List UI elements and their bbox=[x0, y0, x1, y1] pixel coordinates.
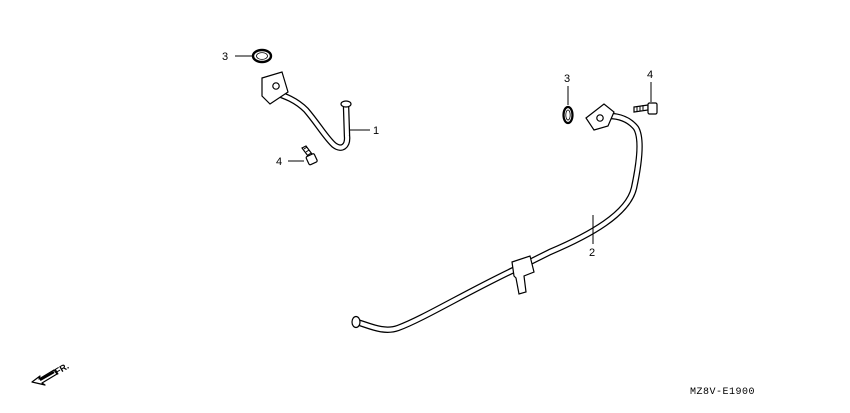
callout-4-right: 4 bbox=[647, 69, 653, 81]
clamp-bracket bbox=[511, 255, 535, 295]
callout-2: 2 bbox=[589, 247, 595, 259]
front-direction-arrow-icon bbox=[31, 369, 58, 386]
callout-4-left: 4 bbox=[276, 156, 282, 168]
pipe-part-1 bbox=[261, 71, 352, 151]
leader-lines bbox=[235, 55, 652, 244]
callout-3-right: 3 bbox=[564, 73, 570, 85]
o-ring-part-3-right bbox=[562, 105, 574, 125]
callout-3-left: 3 bbox=[222, 51, 228, 63]
callout-1: 1 bbox=[373, 125, 379, 137]
bolt-part-4-right bbox=[633, 102, 658, 115]
flange-part-2 bbox=[585, 103, 615, 131]
o-ring-part-3-left bbox=[251, 48, 273, 64]
front-direction-label: FR. bbox=[53, 361, 71, 377]
pipe-part-2 bbox=[351, 103, 643, 333]
flange-part-1 bbox=[261, 71, 289, 105]
bolt-part-4-left bbox=[301, 145, 318, 166]
diagram-code: MZ8V-E1900 bbox=[690, 387, 755, 398]
